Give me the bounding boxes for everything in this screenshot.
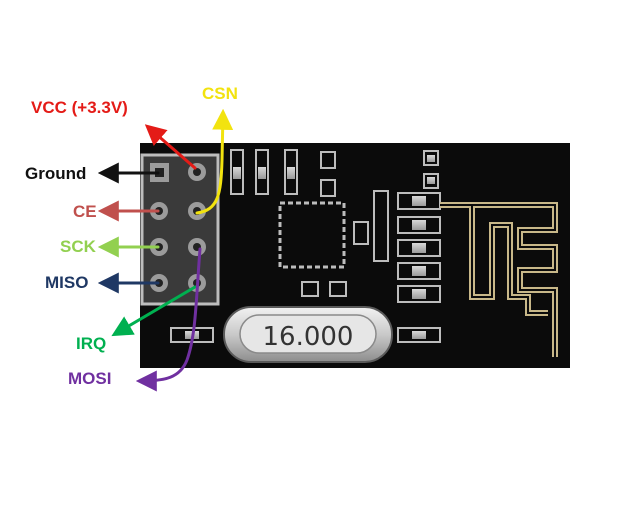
label-csn: CSN [202, 84, 238, 103]
pcb-antenna-inner [440, 204, 556, 357]
crystal-inner [239, 314, 377, 354]
irq-arrow [111, 285, 197, 337]
vcc-arrow [144, 124, 197, 170]
pin-vcc-hole [193, 168, 201, 176]
crystal-label: 16.000 [263, 322, 354, 352]
mosi-arrow [135, 247, 202, 392]
label-mosi: MOSI [68, 369, 112, 388]
rf-chip-core [292, 215, 332, 255]
label-sck: SCK [60, 237, 96, 256]
label-ce: CE [73, 202, 97, 221]
pin-pointers [97, 108, 234, 392]
label-irq: IRQ [76, 334, 107, 353]
label-ground: Ground [25, 164, 87, 183]
rf-chip [278, 201, 346, 269]
label-miso: MISO [45, 273, 89, 292]
label-vcc: VCC (+3.3V) [31, 98, 128, 117]
pin-ground-hole [155, 168, 164, 177]
csn-arrow [195, 108, 234, 215]
smd-components [170, 149, 441, 343]
